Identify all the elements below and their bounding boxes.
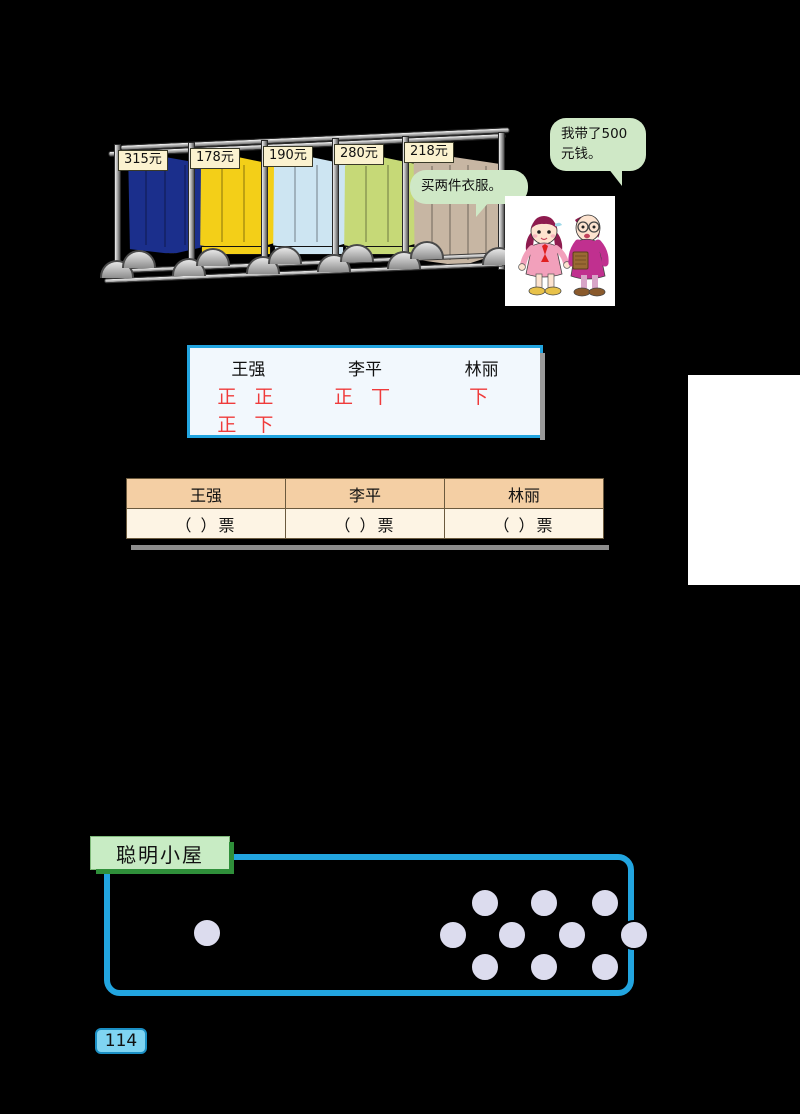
smart-house-dot-cluster: [529, 888, 559, 918]
smart-house-label-text: 聪明小屋: [116, 842, 204, 867]
smart-house-dot-cluster: [557, 920, 587, 950]
price-tag-3: 190元: [263, 146, 313, 167]
speech-bubble-woman: 我带了500 元钱。: [550, 118, 646, 187]
price-tag-1: 315元: [118, 150, 168, 171]
tally-name-0: 王强: [231, 360, 266, 380]
tally-marks-0-line-0: 正 正: [217, 386, 280, 408]
characters-photo: [505, 196, 615, 306]
price-tag-2: 178元: [190, 148, 240, 169]
rack-foot-back-1: [122, 250, 156, 268]
smart-house-dot-cluster: [590, 952, 620, 982]
garment-4: [344, 156, 421, 252]
tally-marks-1-line-0: 正 丅: [333, 386, 397, 408]
tally-name-1: 李平: [348, 360, 382, 380]
tally-marks-column-0: 正 正 正 下: [190, 384, 307, 439]
smart-house-label-shadow-bottom: [96, 869, 234, 874]
page-number: 114: [95, 1028, 147, 1054]
tally-marks-column-1: 正 丅: [307, 384, 424, 439]
table-row: （ ）票 （ ）票 （ ）票: [126, 508, 604, 539]
garment-2-hem: [201, 246, 271, 255]
smart-house-dot-cluster: [529, 952, 559, 982]
vote-cell-1[interactable]: （ ）票: [285, 508, 445, 539]
tally-marks-2-line-0: 下: [469, 386, 495, 408]
price-tag-4: 280元: [334, 144, 384, 165]
vote-header-1: 李平: [285, 478, 445, 509]
smart-house-dot-cluster: [470, 888, 500, 918]
tally-mark-rows: 正 正 正 下 正 丅 下: [190, 384, 540, 439]
smart-house-dot-cluster: [590, 888, 620, 918]
tally-marks-0-line-1: 正 下: [217, 413, 280, 436]
vote-table-wrapper: 王强 李平 林丽 （ ）票 （ ）票 （ ）票: [126, 478, 604, 539]
blank-white-region: [688, 375, 800, 585]
vote-cell-0[interactable]: （ ）票: [126, 508, 286, 539]
smart-house-dot-single: [192, 918, 222, 948]
vote-header-0: 王强: [126, 478, 286, 509]
price-tag-5: 218元: [404, 142, 454, 163]
tally-name-2: 林丽: [464, 360, 499, 380]
smart-house-dot-cluster: [438, 920, 468, 950]
smart-house-label: 聪明小屋: [90, 836, 234, 874]
smart-house-label-shadow-right: [229, 842, 234, 874]
smart-house-dot-cluster: [619, 920, 649, 950]
tally-chart: 王强 李平 林丽 正 正 正 下 正 丅 下: [187, 345, 545, 440]
characters-illustration: [518, 214, 609, 297]
table-header-row: 王强 李平 林丽: [126, 478, 604, 509]
tally-chart-shadow: [540, 353, 545, 440]
vote-header-2: 林丽: [444, 478, 604, 509]
vote-table: 王强 李平 林丽 （ ）票 （ ）票 （ ）票: [126, 478, 604, 539]
tally-name-row: 王强 李平 林丽: [190, 355, 540, 380]
smart-house-dot-cluster: [470, 952, 500, 982]
tally-marks-column-2: 下: [423, 384, 540, 439]
smart-house-dot-cluster: [497, 920, 527, 950]
vote-cell-2[interactable]: （ ）票: [444, 508, 604, 539]
vote-table-shadow: [131, 545, 609, 550]
